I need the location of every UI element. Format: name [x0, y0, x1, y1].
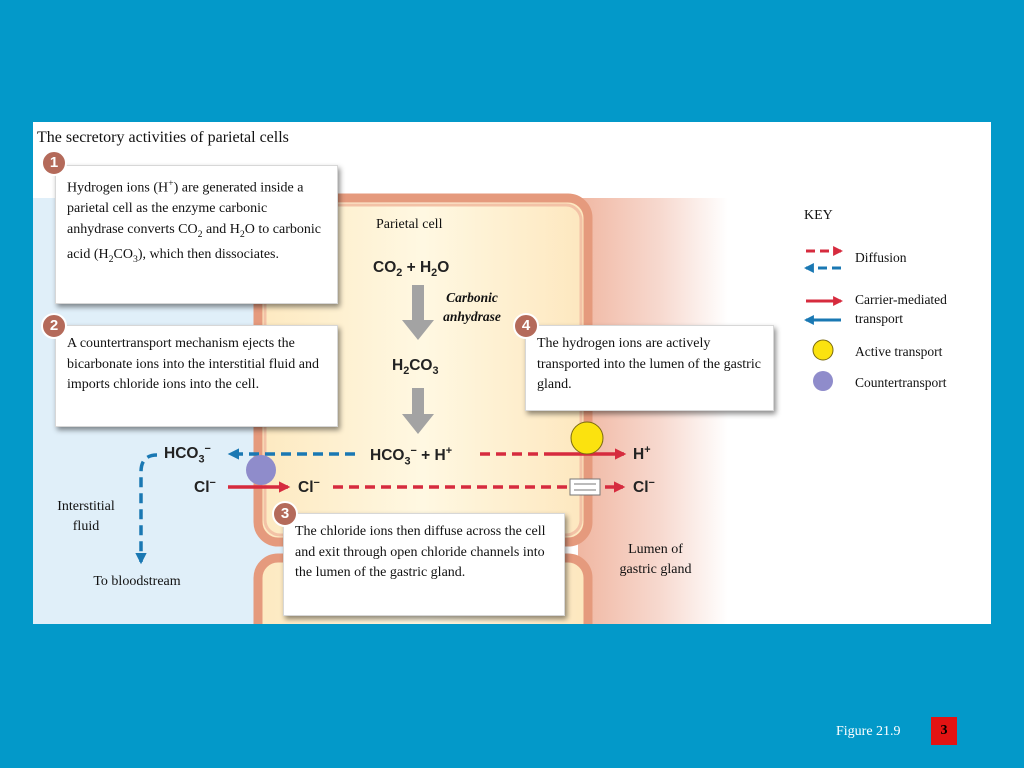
step-3-badge: 3	[272, 501, 298, 527]
lumen-label: Lumen of gastric gland	[619, 542, 692, 577]
reactant-label: CO2 + H2O	[373, 259, 450, 280]
dissociation-products-label: HCO3− + H+	[370, 445, 453, 468]
reaction-arrow-2	[402, 388, 434, 434]
figure-title: The secretory activities of parietal cel…	[37, 129, 289, 146]
step-2-callout: A countertransport mechanism ejects the …	[55, 325, 338, 427]
step-3-callout: The chloride ions then diffuse across th…	[283, 513, 565, 616]
step-4-badge: 4	[513, 313, 539, 339]
figure-number-label: Figure 21.9	[836, 724, 901, 739]
step-1-badge: 1	[41, 150, 67, 176]
key-title: KEY	[804, 208, 833, 223]
chloride-channel	[569, 478, 601, 496]
key-label-carrier: Carrier-mediated transport	[855, 292, 947, 326]
enzyme-label: Carbonic anhydrase	[443, 290, 501, 324]
key-active-circle	[812, 339, 834, 361]
slide-number-badge: 3	[931, 717, 957, 745]
active-transport-circle	[570, 421, 604, 455]
step-1-callout: Hydrogen ions (H+) are generated inside …	[55, 165, 338, 304]
key-label-counter: Countertransport	[855, 375, 947, 390]
step-2-badge: 2	[41, 313, 67, 339]
lumen-region	[578, 198, 728, 624]
cl-lumen-label: Cl−	[633, 477, 655, 497]
cl-cell-label: Cl−	[298, 477, 320, 497]
cl-interstitial-label: Cl−	[194, 477, 216, 497]
hco3-interstitial-label: HCO3−	[164, 443, 211, 466]
key-label-active: Active transport	[855, 344, 943, 359]
reaction-arrow-1	[402, 285, 434, 340]
figure-panel: The secretory activities of parietal cel…	[33, 122, 991, 624]
countertransport-circle	[246, 455, 276, 485]
to-bloodstream-label: To bloodstream	[93, 574, 181, 589]
step-4-callout: The hydrogen ions are actively transport…	[525, 325, 774, 411]
interstitial-fluid-label: Interstitial fluid	[57, 499, 115, 534]
bloodstream-arrow	[135, 453, 158, 565]
key-counter-circle	[813, 371, 833, 391]
key-label-diffusion: Diffusion	[855, 250, 907, 265]
carbonic-acid-label: H2CO3	[392, 357, 439, 378]
h-lumen-label: H+	[633, 444, 651, 464]
parietal-cell-label: Parietal cell	[376, 217, 443, 232]
